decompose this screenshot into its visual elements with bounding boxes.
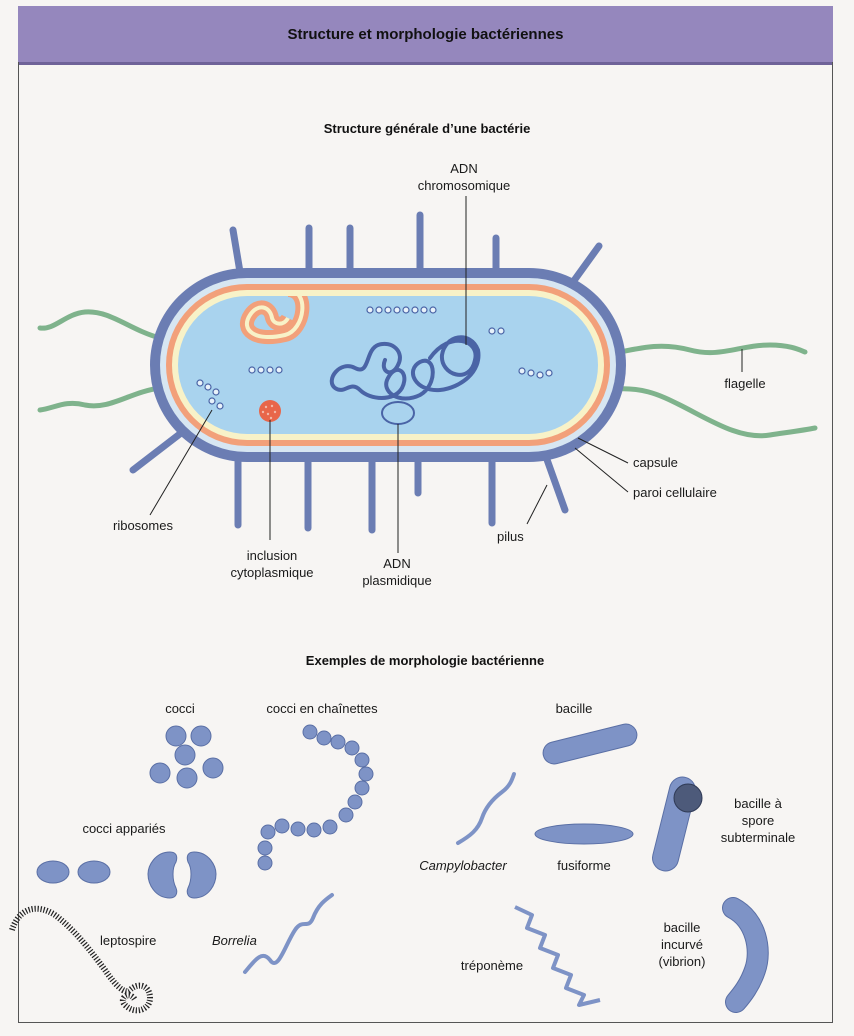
fusiform-shape xyxy=(535,824,633,844)
label-cocci: cocci xyxy=(165,701,195,716)
label-borrelia: Borrelia xyxy=(212,933,257,948)
label-cocci-chainettes: cocci en chaînettes xyxy=(266,701,378,716)
spore-bacillus-shape xyxy=(650,774,702,873)
label-adn-plasmidique-2: plasmidique xyxy=(362,573,431,588)
label-cocci-apparies: cocci appariés xyxy=(82,821,166,836)
label-inclusion-1: inclusion xyxy=(247,548,298,563)
label-incurve-2: incurvé xyxy=(661,937,703,952)
flagellum-left-bottom xyxy=(40,388,160,410)
label-pilus: pilus xyxy=(497,529,524,544)
label-capsule: capsule xyxy=(633,455,678,470)
label-flagelle: flagelle xyxy=(724,376,765,391)
label-spore-3: subterminale xyxy=(721,830,795,845)
label-treponeme: tréponème xyxy=(461,958,523,973)
borrelia-shape xyxy=(245,895,332,972)
label-incurve-1: bacille xyxy=(664,920,701,935)
label-fusiforme: fusiforme xyxy=(557,858,610,873)
diplococci-shape xyxy=(37,852,216,898)
cocci-chain-shape xyxy=(258,725,373,870)
cytoplasm xyxy=(178,296,598,434)
label-ribosomes: ribosomes xyxy=(113,518,173,533)
flagellum-right-bottom xyxy=(606,389,815,436)
label-adn-plasmidique-1: ADN xyxy=(383,556,410,571)
leptospire-shape xyxy=(12,909,150,1011)
label-campylobacter: Campylobacter xyxy=(419,858,507,873)
pilus xyxy=(133,430,185,470)
cocci-shape xyxy=(150,726,223,788)
label-adn-chromosomique-2: chromosomique xyxy=(418,178,511,193)
flagellum-right-top xyxy=(606,345,805,355)
label-spore-2: spore xyxy=(742,813,775,828)
structure-title: Structure générale d’une bactérie xyxy=(324,121,531,136)
label-spore-1: bacille à xyxy=(734,796,782,811)
label-bacille: bacille xyxy=(556,701,593,716)
label-paroi-cellulaire: paroi cellulaire xyxy=(633,485,717,500)
label-inclusion-2: cytoplasmique xyxy=(230,565,313,580)
label-adn-chromosomique-1: ADN xyxy=(450,161,477,176)
treponeme-shape xyxy=(515,907,600,1005)
label-incurve-3: (vibrion) xyxy=(659,954,706,969)
cytoplasmic-inclusion xyxy=(259,400,281,422)
campylobacter-shape xyxy=(458,774,514,843)
label-leptospire: leptospire xyxy=(100,933,156,948)
bacillus-shape xyxy=(541,722,639,767)
flagellum-left-top xyxy=(40,312,160,338)
morphology-title: Exemples de morphologie bactérienne xyxy=(306,653,544,668)
